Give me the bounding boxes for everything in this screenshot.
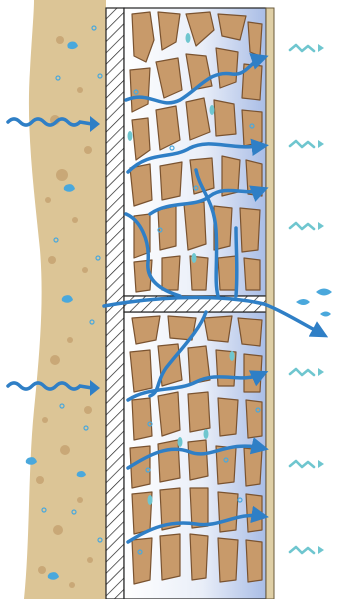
wavy-vapor-icon <box>290 547 314 553</box>
wavy-vapor-icon <box>290 45 314 51</box>
wavy-vapor-icon <box>290 223 314 229</box>
wavy-vapor-icon <box>290 141 314 147</box>
soil-layer <box>0 0 106 599</box>
flow-line <box>236 228 237 296</box>
water-droplet-icon <box>316 289 332 296</box>
wavy-vapor-icon <box>290 369 314 375</box>
water-droplet-icon <box>296 299 310 305</box>
escaping-drops <box>296 289 332 317</box>
vapor-icons <box>290 45 314 553</box>
water-droplet-icon <box>320 312 331 317</box>
wavy-vapor-icon <box>290 461 314 467</box>
